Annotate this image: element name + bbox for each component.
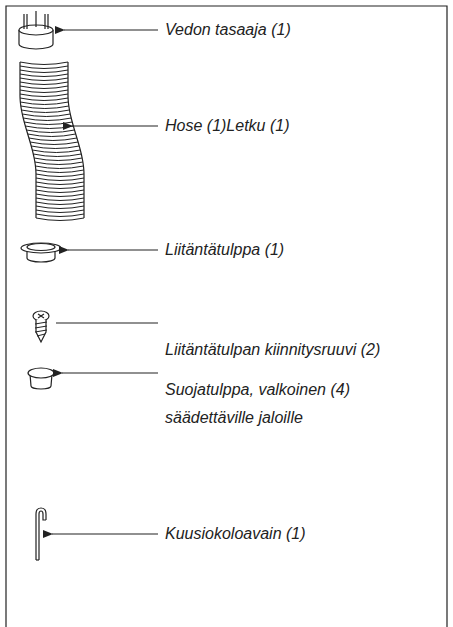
leader-line bbox=[52, 30, 158, 534]
hose-rib bbox=[36, 170, 84, 173]
hose-rib bbox=[32, 150, 80, 153]
hose-rib bbox=[29, 138, 77, 141]
hose-rib bbox=[20, 90, 68, 93]
hose-rib bbox=[24, 122, 72, 125]
connection-plug bbox=[21, 243, 61, 262]
hose-rib bbox=[33, 154, 81, 157]
hose-rib bbox=[36, 206, 84, 209]
hose-rib bbox=[20, 98, 68, 101]
hose-rib bbox=[36, 218, 84, 221]
hose-rib bbox=[21, 106, 69, 109]
hose-rib bbox=[36, 174, 84, 177]
hose-rib bbox=[23, 118, 71, 121]
hose-rib bbox=[36, 214, 84, 217]
hose-rib bbox=[36, 194, 84, 197]
hose-rib bbox=[36, 182, 84, 185]
hose-rib bbox=[31, 146, 79, 149]
part-label: Suojatulppa, valkoinen (4) säädettäville… bbox=[165, 376, 393, 432]
hose-rib bbox=[28, 134, 76, 137]
part-label: Liitäntätulppa (1) bbox=[165, 236, 425, 264]
hose-rib bbox=[27, 130, 75, 133]
hex-key bbox=[36, 508, 46, 560]
hose-rib bbox=[20, 74, 68, 77]
hose-rib bbox=[36, 178, 84, 181]
hose-rib bbox=[20, 78, 68, 81]
draft-damper bbox=[19, 11, 53, 49]
hose-rib bbox=[36, 186, 84, 189]
part-label: Vedon tasaaja (1) bbox=[165, 16, 425, 44]
hose-rib bbox=[20, 86, 68, 89]
screw bbox=[33, 311, 49, 342]
hose-rib bbox=[22, 114, 70, 117]
part-label: Liitäntätulpan kiinnitysruuvi (2) bbox=[165, 336, 440, 364]
hose-rib bbox=[20, 102, 68, 105]
hose-rib bbox=[36, 210, 84, 213]
hose bbox=[20, 62, 84, 221]
hose-rib bbox=[21, 110, 69, 113]
hose-rib bbox=[25, 126, 73, 129]
part-label: Hose (1)Letku (1) bbox=[165, 112, 425, 140]
hose-rib bbox=[36, 198, 84, 201]
hose-rib bbox=[20, 82, 68, 85]
hose-outline bbox=[20, 62, 36, 218]
hose-rib bbox=[36, 202, 84, 205]
hose-rib bbox=[30, 142, 78, 145]
hose-rib bbox=[20, 70, 68, 73]
hose-rib bbox=[20, 62, 68, 65]
hose-rib bbox=[20, 66, 68, 69]
protective-cap bbox=[28, 368, 54, 389]
hose-rib bbox=[36, 190, 84, 193]
hose-rib bbox=[34, 158, 82, 161]
hose-rib bbox=[35, 166, 83, 169]
frame bbox=[6, 6, 447, 627]
part-label: Kuusiokoloavain (1) bbox=[165, 520, 425, 548]
hose-rib bbox=[35, 162, 83, 165]
hose-rib bbox=[20, 94, 68, 97]
